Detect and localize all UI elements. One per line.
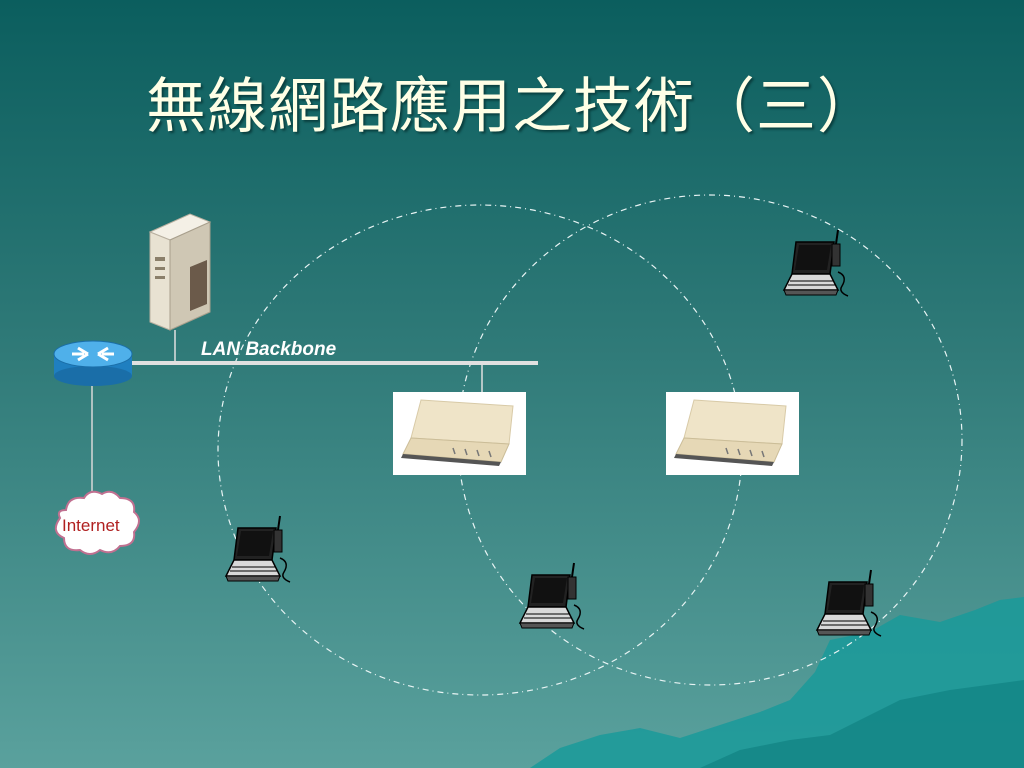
access-point-icon-1 <box>392 391 527 476</box>
access-point-icon-2 <box>665 391 800 476</box>
laptop-icon-2 <box>225 515 291 583</box>
cloud-icon <box>54 490 140 555</box>
laptop-icon-1 <box>783 229 849 297</box>
server-icon <box>148 213 212 331</box>
backbone-label: LAN Backbone <box>201 339 337 360</box>
router-icon <box>53 340 133 386</box>
slide-title: 無線網路應用之技術（三） <box>146 72 878 142</box>
internet-label: Internet <box>62 516 120 535</box>
laptop-icon-4 <box>816 569 882 637</box>
laptop-icon-3 <box>519 562 585 630</box>
